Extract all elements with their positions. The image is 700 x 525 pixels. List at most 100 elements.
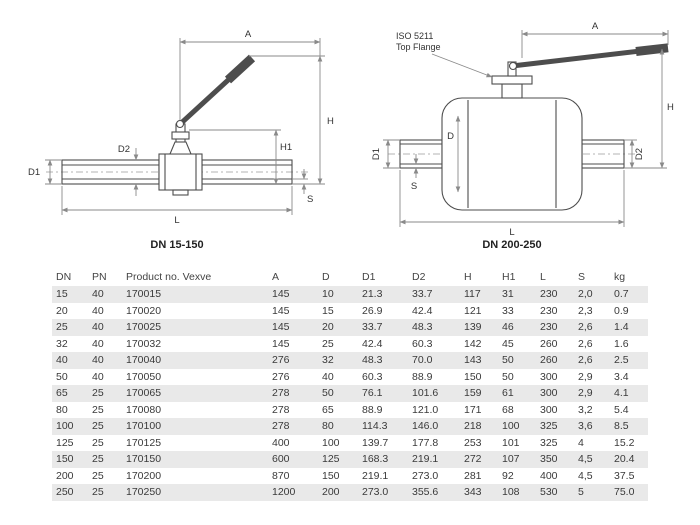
annotation-line2: Top Flange [396, 42, 441, 52]
table-cell: 170080 [126, 403, 162, 416]
table-cell: 272 [460, 451, 498, 468]
table-cell: 278 [272, 403, 290, 416]
table-cell: 32 [56, 337, 68, 350]
dim-label-h1: H1 [280, 142, 292, 153]
table-cell: 400 [272, 436, 290, 449]
table-cell: 75.0 [610, 484, 648, 501]
dimension-H: H [624, 48, 674, 169]
table-cell: 10 [318, 286, 358, 303]
table-cell: 65 [322, 403, 334, 416]
dim-label-d2: D2 [118, 144, 130, 155]
column-header: Product no. Vexve [126, 271, 212, 283]
dimension-A: A [521, 21, 669, 58]
valve-handle [175, 54, 256, 129]
dim-label-s: S [411, 181, 417, 192]
table-cell: 170065 [122, 385, 268, 402]
table-cell: 3,6 [574, 418, 610, 435]
table-cell: 170015 [122, 286, 268, 303]
table-cell: 101.6 [408, 385, 460, 402]
table-cell: 530 [536, 484, 574, 501]
table-cell: 25 [92, 403, 104, 416]
drawing-caption-right: DN 200-250 [482, 239, 541, 251]
iso5211-annotation: ISO 5211 Top Flange [396, 31, 493, 78]
table-cell: 145 [268, 286, 318, 303]
table-cell: 80 [56, 403, 68, 416]
dim-label-d1: D1 [371, 148, 382, 160]
table-cell: 100 [322, 436, 340, 449]
dim-label-a: A [592, 21, 599, 32]
table-cell: 2,9 [578, 370, 593, 383]
table-cell: 117 [460, 286, 498, 303]
table-cell: 343 [460, 484, 498, 501]
table-cell: 2.5 [610, 352, 648, 369]
table-cell: 88.9 [362, 403, 383, 416]
table-cell: 20 [56, 304, 68, 317]
column-header: H [464, 271, 472, 283]
table-cell: 355.6 [408, 484, 460, 501]
table-cell: 170100 [122, 418, 268, 435]
table-cell: 40 [52, 352, 88, 369]
table-cell: 40 [88, 352, 122, 369]
table-cell: 100 [52, 418, 88, 435]
dimension-D2: D2 [118, 144, 139, 196]
table-cell: 2,6 [574, 319, 610, 336]
table-cell: 100 [498, 418, 536, 435]
table-cell: 150 [322, 469, 340, 482]
table-cell: 300 [536, 385, 574, 402]
table-cell: 108 [498, 484, 536, 501]
table-cell: 50 [498, 352, 536, 369]
table-cell: 125 [56, 436, 74, 449]
column-header: A [272, 271, 280, 283]
table-cell: 300 [540, 403, 558, 416]
table-cell: 170125 [126, 436, 162, 449]
table-cell: 170150 [122, 451, 268, 468]
table-cell: 250 [52, 484, 88, 501]
table-cell: 2,9 [574, 385, 610, 402]
table-cell: 1.4 [610, 319, 648, 336]
table-cell: 276 [268, 352, 318, 369]
table-cell: 76.1 [358, 385, 408, 402]
table-cell: 273.0 [358, 484, 408, 501]
table-cell: 142 [464, 337, 482, 350]
table-cell: 143 [460, 352, 498, 369]
dimension-H1: H1 [189, 129, 292, 185]
table-cell: 2,6 [578, 337, 593, 350]
table-cell: 146.0 [408, 418, 460, 435]
table-cell: 4.1 [610, 385, 648, 402]
dimension-D1: D1 [371, 139, 400, 169]
table-cell: 25 [88, 451, 122, 468]
table-cell: 870 [272, 469, 290, 482]
table-cell: 150 [464, 370, 482, 383]
table-cell: 25 [92, 469, 104, 482]
table-cell: 45 [502, 337, 514, 350]
table-cell: 350 [536, 451, 574, 468]
table-cell: 40 [92, 370, 104, 383]
table-cell: 40 [92, 304, 104, 317]
dim-label-s: S [307, 194, 313, 205]
dim-label-d: D [447, 131, 454, 142]
table-cell: 80 [318, 418, 358, 435]
table-cell: 5.4 [614, 403, 629, 416]
table-cell: 50 [502, 370, 514, 383]
dimension-D1: D1 [28, 159, 62, 185]
table-cell: 600 [268, 451, 318, 468]
table-cell: 150 [52, 451, 88, 468]
table-cell: 68 [502, 403, 514, 416]
table-cell: 2,3 [578, 304, 593, 317]
valve-drawing-dn15-150: A H H1 D2 [28, 29, 334, 251]
table-cell: 230 [536, 286, 574, 303]
table-cell: 25 [92, 436, 104, 449]
table-cell: 42.4 [412, 304, 433, 317]
table-cell: 170040 [122, 352, 268, 369]
table-cell: 159 [460, 385, 498, 402]
table-cell: 40 [88, 319, 122, 336]
valve-body [441, 61, 583, 211]
